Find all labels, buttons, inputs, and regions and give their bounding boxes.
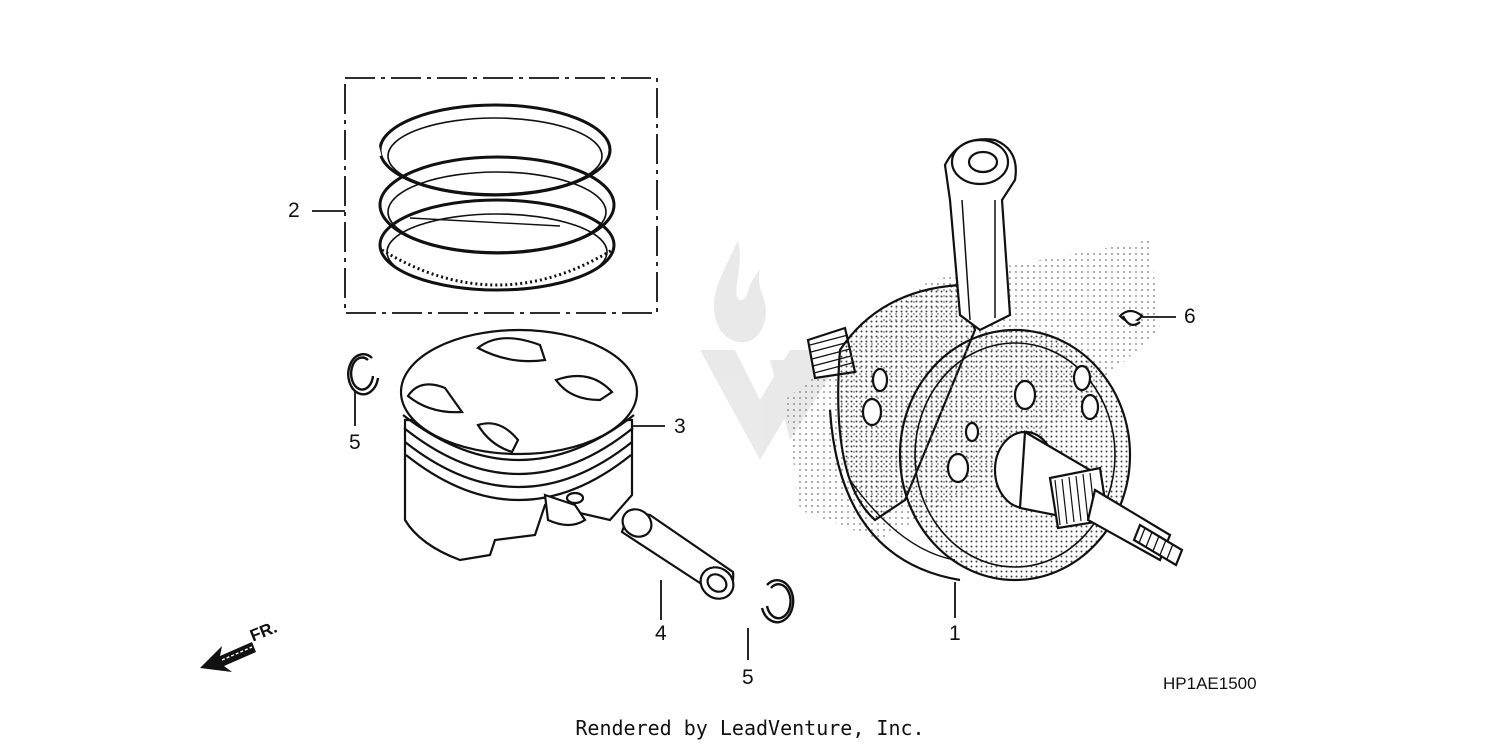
callout-5-right: 5: [742, 666, 754, 689]
piston: [399, 328, 639, 562]
crankshaft: [785, 138, 1184, 582]
piston-pin: [620, 508, 735, 600]
callout-2: 2: [288, 199, 300, 222]
second-ring: [378, 155, 616, 255]
pin-clip-left: [347, 353, 380, 396]
callout-5-left: 5: [349, 431, 361, 454]
callout-4: 4: [655, 622, 667, 645]
pin-clip-right: [760, 579, 795, 624]
piston-ring-set: [344, 77, 658, 314]
callout-6: 6: [1184, 305, 1196, 328]
callout-3: 3: [674, 415, 686, 438]
woodruff-key: [1118, 309, 1144, 326]
ring-set-box: [344, 77, 658, 314]
diagram-code: HP1AE1500: [1163, 674, 1257, 693]
footer-credit: Rendered by LeadVenture, Inc.: [575, 716, 925, 740]
front-arrow-icon: [200, 642, 256, 672]
callout-1: 1: [949, 622, 961, 645]
